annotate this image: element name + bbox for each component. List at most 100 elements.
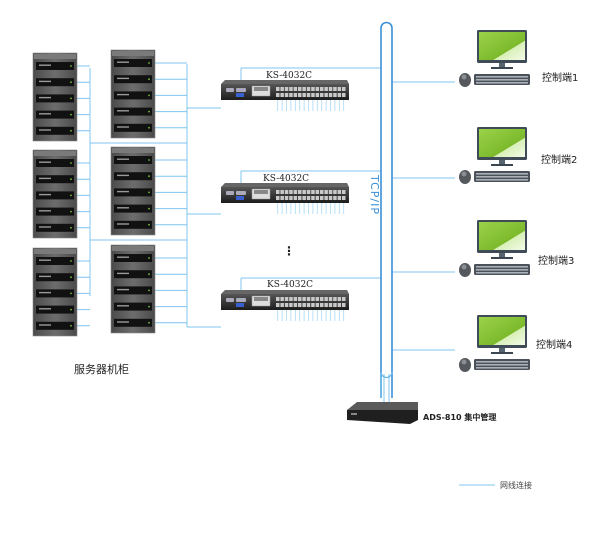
monitor-screen bbox=[479, 129, 525, 157]
rj45-port bbox=[276, 87, 280, 91]
display-screen bbox=[254, 190, 268, 194]
server-led bbox=[148, 110, 150, 113]
rj45-port bbox=[324, 303, 328, 307]
rj45-port bbox=[289, 303, 293, 307]
rj45-port bbox=[315, 93, 320, 97]
rj45-port bbox=[284, 303, 289, 307]
rj45-port bbox=[293, 303, 298, 307]
rj45-port bbox=[328, 87, 333, 91]
rj45-port bbox=[276, 93, 280, 97]
server-unit bbox=[114, 302, 152, 311]
rj45-port bbox=[342, 303, 346, 307]
server-led bbox=[148, 223, 150, 226]
server-led bbox=[148, 62, 150, 64]
server-unit-label bbox=[39, 161, 51, 163]
server-unit-label bbox=[39, 210, 51, 212]
rj45-port bbox=[337, 87, 342, 91]
monitor-base bbox=[491, 67, 513, 69]
ads-810-manager bbox=[347, 402, 418, 424]
rj45-port bbox=[293, 190, 298, 194]
rj45-port bbox=[324, 297, 328, 301]
rj45-port bbox=[293, 297, 298, 301]
switch-1-label: KS-4032C bbox=[266, 71, 313, 81]
server-unit bbox=[36, 207, 74, 216]
rj45-port bbox=[311, 93, 315, 97]
server-led bbox=[148, 78, 150, 81]
rj45-port bbox=[280, 297, 284, 301]
rj45-port bbox=[298, 93, 302, 97]
keyboard-keys bbox=[476, 272, 528, 274]
server-unit-label bbox=[117, 174, 129, 177]
rj45-port bbox=[306, 87, 311, 91]
rj45-port bbox=[328, 297, 333, 301]
server-unit-label bbox=[39, 113, 51, 115]
server-unit bbox=[114, 156, 152, 164]
rj45-port bbox=[315, 190, 320, 194]
rj45-port bbox=[306, 297, 311, 301]
rj45-port bbox=[333, 93, 337, 97]
server-unit bbox=[36, 257, 74, 265]
rj45-port bbox=[328, 303, 333, 307]
rj45-port bbox=[289, 297, 293, 301]
server-cabinet bbox=[110, 49, 156, 139]
server-unit bbox=[114, 270, 152, 279]
switch-top bbox=[221, 290, 349, 294]
rj45-port bbox=[342, 87, 346, 91]
server-unit-label bbox=[39, 259, 51, 261]
server-unit bbox=[114, 123, 152, 132]
cabinet-top bbox=[34, 54, 76, 59]
switch-top bbox=[221, 80, 349, 84]
keyboard-keys bbox=[476, 176, 528, 178]
keyboard-keys bbox=[476, 364, 528, 366]
rj45-port bbox=[311, 190, 315, 194]
rj45-port bbox=[311, 297, 315, 301]
kvm-switches bbox=[221, 80, 349, 310]
rj45-port bbox=[315, 87, 320, 91]
vga-port bbox=[236, 196, 244, 200]
server-unit bbox=[36, 191, 74, 200]
rj45-port bbox=[298, 303, 302, 307]
rj45-port bbox=[289, 93, 293, 97]
server-cabinet bbox=[32, 247, 78, 337]
server-unit bbox=[36, 175, 74, 184]
rj45-port bbox=[276, 297, 280, 301]
more-switches-ellipsis: ⋮ bbox=[283, 244, 295, 258]
rj45-port bbox=[320, 87, 324, 91]
cabinet-top bbox=[34, 249, 76, 254]
legend-label: 网线连接 bbox=[500, 481, 532, 490]
keyboard-keys bbox=[476, 179, 528, 181]
rj45-port bbox=[284, 196, 289, 200]
server-unit bbox=[36, 273, 74, 282]
server-unit-label bbox=[117, 61, 129, 63]
server-unit-label bbox=[39, 324, 51, 326]
rj45-port bbox=[324, 93, 328, 97]
server-unit-label bbox=[39, 193, 51, 196]
server-unit bbox=[114, 59, 152, 67]
rj45-port bbox=[280, 87, 284, 91]
switch-top bbox=[221, 183, 349, 187]
server-unit-label bbox=[117, 223, 129, 225]
kvm-switch bbox=[221, 290, 349, 310]
rj45-port bbox=[324, 190, 328, 194]
server-unit bbox=[36, 159, 74, 167]
server-cabinets bbox=[32, 49, 156, 337]
rj45-port bbox=[337, 297, 342, 301]
server-unit bbox=[114, 188, 152, 197]
server-unit bbox=[114, 220, 152, 229]
server-cabinet-label: 服务器机柜 bbox=[74, 363, 129, 376]
rj45-port bbox=[302, 87, 306, 91]
rj45-port bbox=[289, 87, 293, 91]
server-led bbox=[148, 94, 150, 97]
rj45-port bbox=[298, 297, 302, 301]
server-unit-label bbox=[39, 177, 51, 180]
rj45-port bbox=[315, 303, 320, 307]
monitor-base bbox=[491, 257, 513, 259]
rj45-port bbox=[276, 303, 280, 307]
rj45-port bbox=[302, 297, 306, 301]
ps2-port bbox=[236, 298, 246, 302]
keyboard-keys bbox=[476, 173, 528, 175]
switch-2-label: KS-4032C bbox=[263, 174, 310, 184]
monitor-base bbox=[491, 352, 513, 354]
rj45-port bbox=[320, 190, 324, 194]
server-led bbox=[70, 324, 72, 327]
